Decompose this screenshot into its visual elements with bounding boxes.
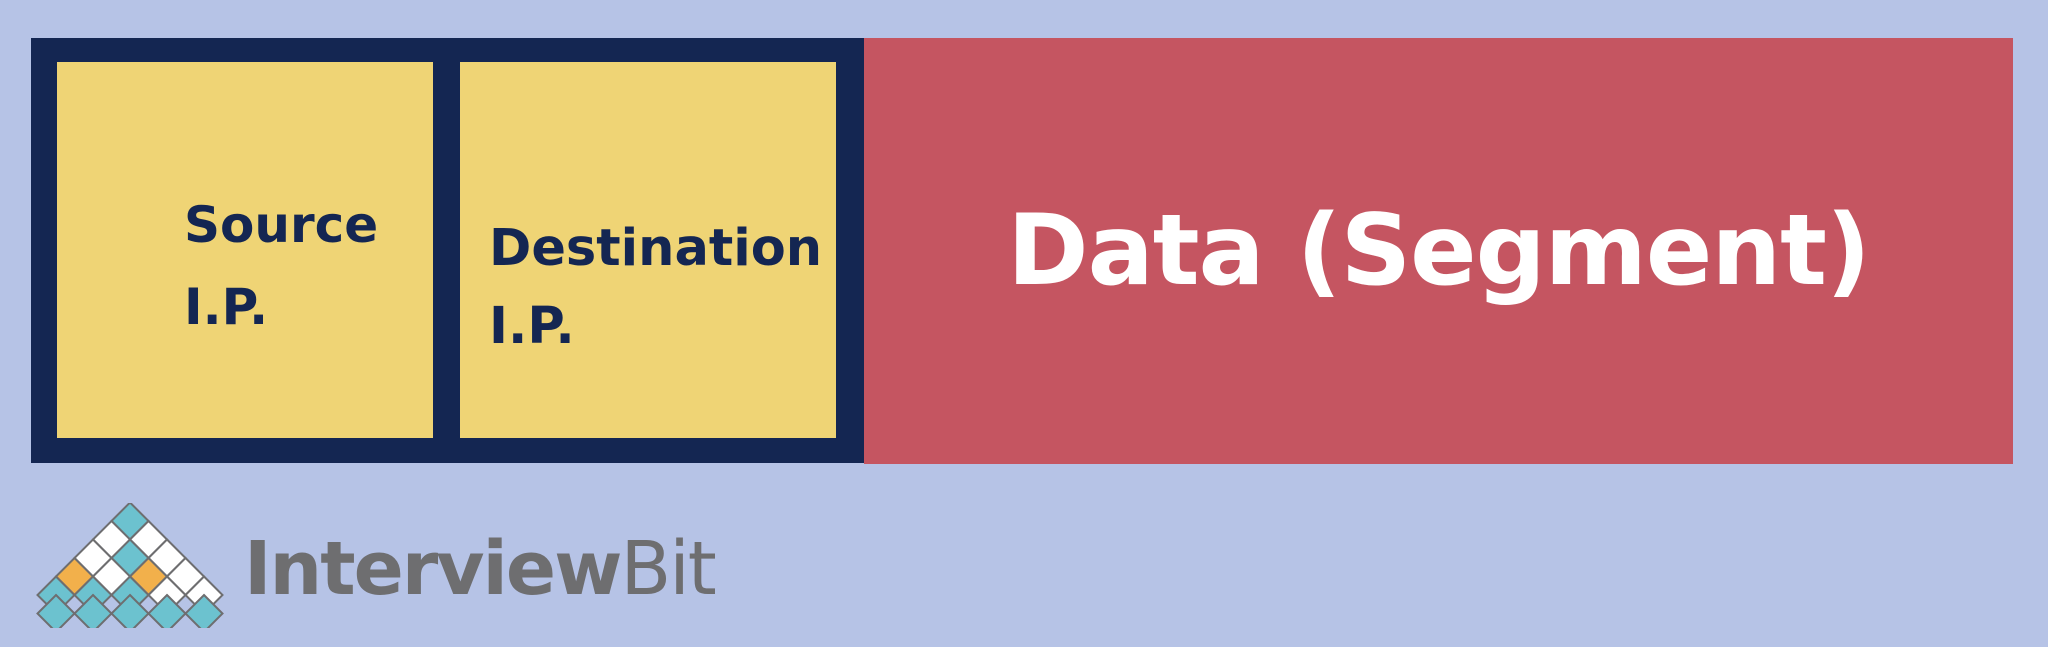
interviewbit-logo-text: InterviewBit	[244, 524, 717, 614]
logo-diamond-tile	[36, 593, 76, 628]
logo-diamond-tile	[73, 593, 113, 628]
destination-ip-field: Destination I.P.	[460, 62, 836, 438]
logo-diamond-tile	[147, 593, 187, 628]
logo-diamond-tile	[110, 593, 150, 628]
data-segment-block: Data (Segment)	[864, 38, 2013, 464]
logo-diamond-tile	[184, 593, 224, 628]
source-ip-field: Source I.P.	[57, 62, 433, 438]
logo-name-light: Bit	[620, 526, 716, 612]
data-segment-label: Data (Segment)	[1007, 194, 1871, 308]
ip-header-block: Source I.P. Destination I.P.	[31, 38, 864, 463]
interviewbit-logo-mark	[36, 503, 224, 628]
logo-name-bold: Interview	[244, 526, 622, 612]
